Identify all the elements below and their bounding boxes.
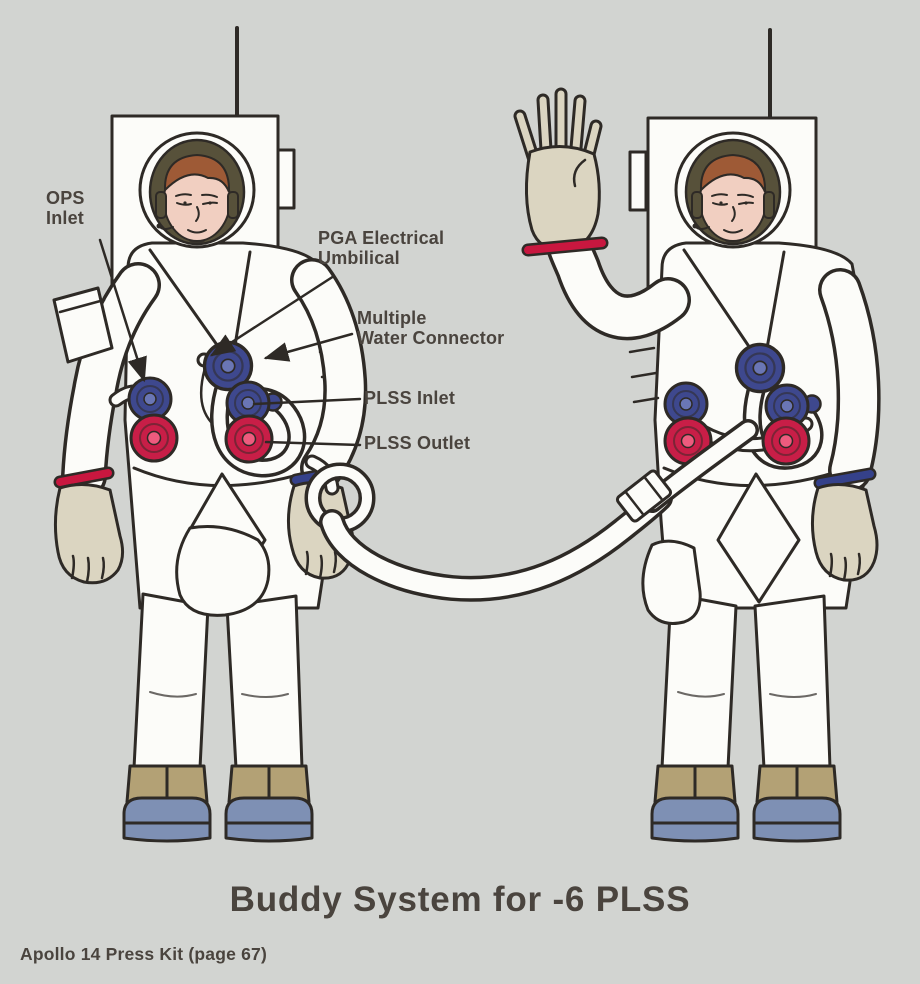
- label-multiple-line2: Water Connector: [357, 328, 505, 348]
- label-ops-inlet: OPS Inlet: [46, 188, 85, 228]
- left-astronaut-figure: [52, 26, 368, 843]
- left-red-connector: [129, 413, 179, 463]
- right-thigh-pocket: [641, 539, 702, 625]
- left-thigh-pocket: [175, 525, 271, 617]
- left-boot: [224, 764, 314, 843]
- ops-inlet-arrow: [98, 238, 147, 383]
- label-ops-inlet-line2: Inlet: [46, 208, 85, 228]
- label-pga-line2: Umbilical: [318, 248, 400, 268]
- label-plss-inlet: PLSS Inlet: [364, 388, 456, 408]
- right-plss-outlet-connector: [761, 416, 811, 466]
- label-plss-outlet: PLSS Outlet: [364, 433, 471, 453]
- right-boot: [752, 764, 842, 843]
- callout-arrows: [98, 238, 362, 447]
- plss-inlet-leader: [252, 397, 362, 406]
- right-boot: [650, 764, 740, 843]
- page-caption: Apollo 14 Press Kit (page 67): [20, 944, 267, 964]
- buddy-hose-coupling: [615, 469, 673, 523]
- left-arm-checklist-pocket: [52, 286, 114, 364]
- plss-outlet-connector: [224, 414, 274, 464]
- left-astronaut-legs: [132, 592, 210, 770]
- label-multiple-water-connector: Multiple Water Connector: [357, 308, 504, 348]
- label-pga-electrical-umbilical: PGA Electrical Umbilical: [318, 228, 444, 268]
- ops-inlet-connector: [127, 376, 173, 422]
- figure-title: Buddy System for -6 PLSS: [229, 880, 691, 919]
- right-multiple-water-connector: [734, 342, 786, 394]
- right-astronaut-figure: [513, 28, 881, 843]
- left-astronaut-head: [138, 131, 256, 249]
- left-boot: [122, 764, 212, 843]
- label-pga-line1: PGA Electrical: [318, 228, 445, 248]
- plss-outlet-leader: [264, 440, 362, 447]
- multiple-water-arrow: [263, 332, 354, 362]
- pga-electrical-arrow: [209, 274, 336, 357]
- buddy-system-hose: [304, 419, 759, 602]
- label-multiple-line1: Multiple: [357, 308, 427, 328]
- right-astronaut-right-glove: [810, 483, 879, 582]
- label-ops-inlet-line1: OPS: [46, 188, 85, 208]
- right-astronaut-raised-glove: [524, 144, 601, 252]
- right-astronaut-head: [674, 131, 792, 249]
